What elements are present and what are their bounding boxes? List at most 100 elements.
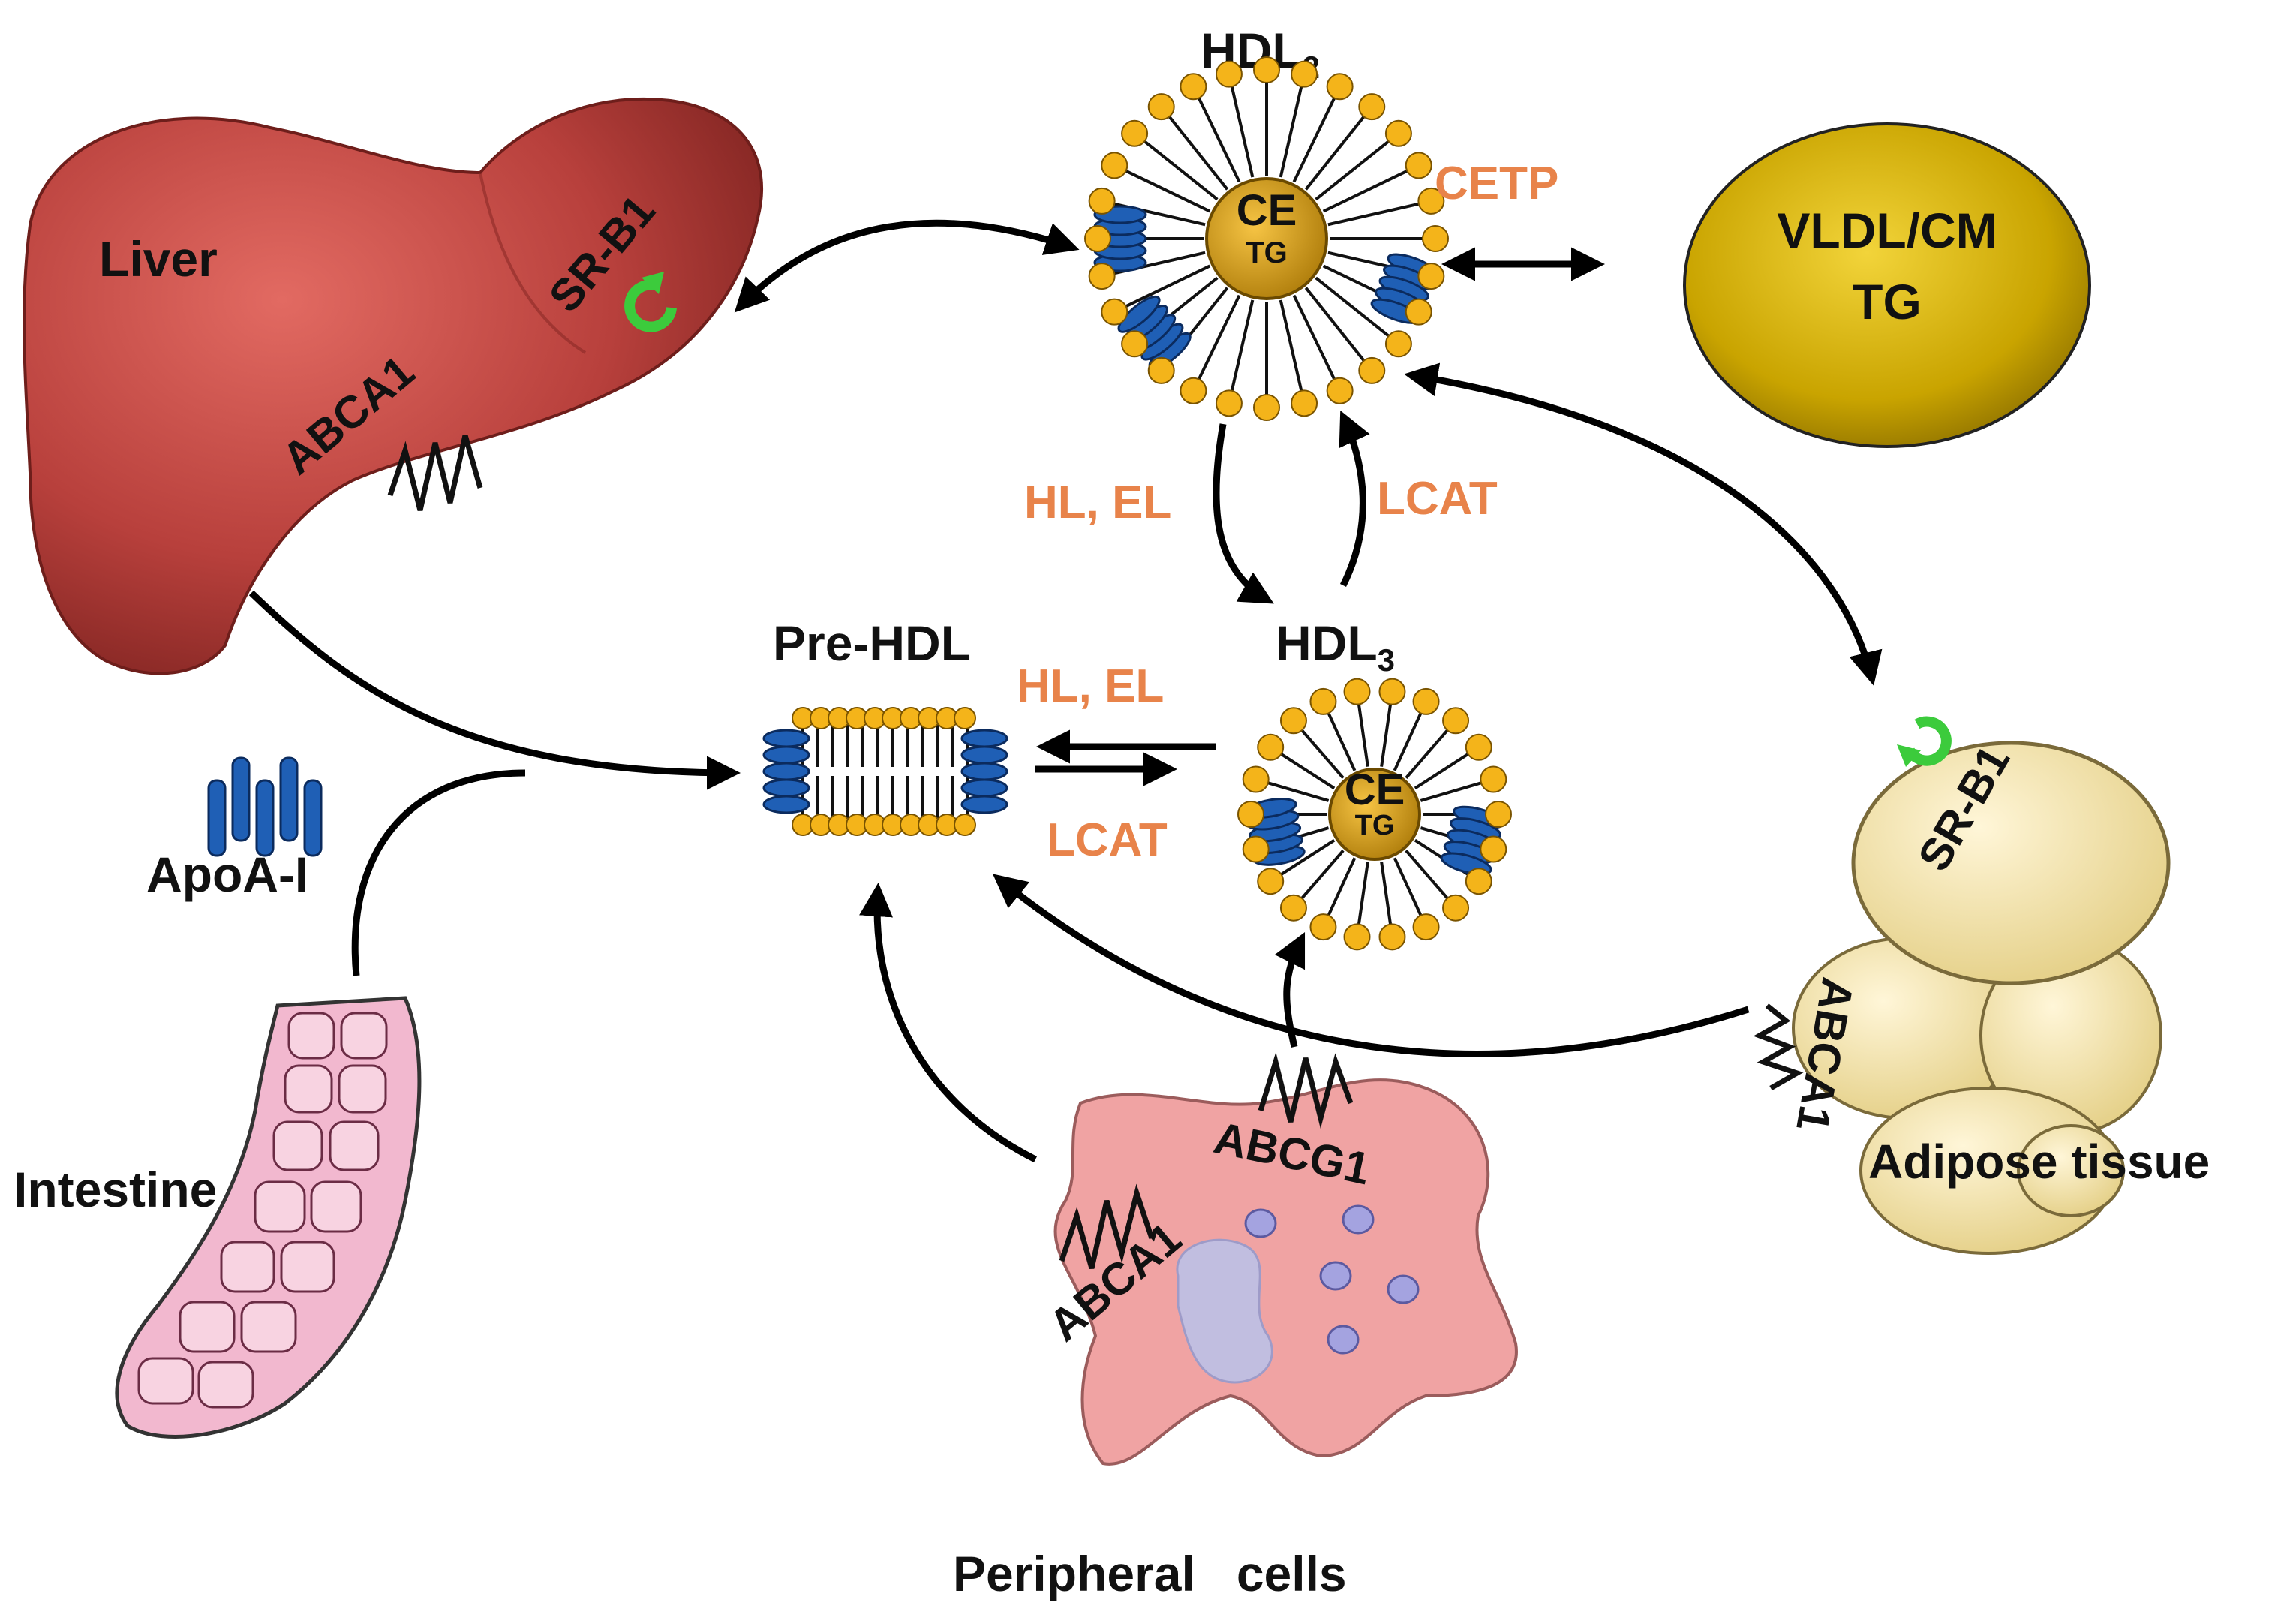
phospholipid-head bbox=[1343, 678, 1371, 705]
phospholipid-head bbox=[1147, 356, 1175, 384]
lipid-tail bbox=[1414, 751, 1471, 790]
hdl2-to-hdl3-arrow bbox=[1213, 423, 1274, 604]
peripheral-abcg1-zigzag-icon bbox=[1258, 1051, 1354, 1129]
liver-organ bbox=[23, 97, 763, 675]
lipid-tail bbox=[1141, 138, 1219, 201]
lipid-tail bbox=[1123, 168, 1211, 213]
phospholipid-head bbox=[1088, 187, 1116, 215]
phospholipid-head bbox=[1465, 733, 1492, 761]
phospholipid-head bbox=[1343, 923, 1371, 951]
phospholipid-head bbox=[1253, 394, 1280, 421]
hdl3-core-ce: CE bbox=[1345, 765, 1405, 814]
peripheral-abca1-zigzag-icon bbox=[1059, 1183, 1155, 1269]
lipid-tail bbox=[1380, 702, 1393, 767]
phospholipid-head bbox=[1480, 835, 1507, 863]
liver-label: Liver bbox=[99, 231, 218, 287]
lipid-tail bbox=[1420, 780, 1484, 802]
lipid-tail bbox=[1322, 168, 1410, 213]
apoa1-helix-icon bbox=[207, 756, 323, 857]
apoa1-helix bbox=[762, 778, 810, 798]
phospholipid-head bbox=[1242, 835, 1270, 863]
hdl3-to-hdl2-arrow bbox=[1339, 410, 1370, 588]
phospholipid-head bbox=[1465, 868, 1492, 895]
phospholipid-head bbox=[1242, 765, 1270, 793]
lipid-tail bbox=[1357, 862, 1369, 927]
particle-core bbox=[1205, 177, 1328, 300]
circular-arrow-icon bbox=[624, 272, 677, 332]
pre-hdl-particle bbox=[762, 707, 1008, 836]
phospholipid-head bbox=[1309, 913, 1337, 941]
lipid-tail bbox=[1278, 751, 1336, 790]
lipid-tail bbox=[1230, 299, 1255, 394]
lipid-tail bbox=[1196, 294, 1241, 382]
lipid-tail bbox=[1265, 780, 1330, 802]
vldl-cm-label: VLDL/CM bbox=[1777, 203, 1997, 258]
lipid-tail bbox=[1326, 857, 1357, 919]
phospholipid-head bbox=[1384, 330, 1412, 358]
phospholipid-head bbox=[1291, 389, 1318, 417]
phospholipid-head bbox=[1442, 894, 1470, 922]
lipid-tail bbox=[1393, 710, 1423, 771]
phospholipid-head bbox=[1121, 330, 1149, 358]
hdl3-label: HDL3 bbox=[1276, 615, 1395, 678]
lipid-droplets bbox=[1244, 1204, 1420, 1355]
phospholipid-head bbox=[1422, 225, 1449, 252]
lipid-tail bbox=[1315, 276, 1392, 339]
phospholipid-head bbox=[1101, 298, 1128, 326]
hdl2-adipose-arrow bbox=[1404, 362, 1883, 686]
phospholipid-head bbox=[1257, 868, 1285, 895]
cetp-label: CETP bbox=[1435, 158, 1558, 209]
phospholipid-head bbox=[1291, 60, 1318, 88]
apoa1-helix bbox=[1117, 295, 1161, 333]
phospholipid-head bbox=[1384, 119, 1412, 147]
liver-to-prehdl-arrow bbox=[248, 590, 741, 790]
apoa1-helix bbox=[762, 729, 810, 748]
lipid-tail bbox=[1292, 294, 1337, 382]
apoa1-helix bbox=[762, 795, 810, 814]
phospholipid-head bbox=[1326, 377, 1354, 404]
lipid-tail bbox=[1278, 838, 1336, 877]
apoa1-helix bbox=[960, 795, 1008, 814]
phospholipid-head bbox=[1358, 356, 1386, 384]
vldl-tg-label: TG bbox=[1853, 274, 1922, 329]
lipid-tail bbox=[1327, 202, 1422, 227]
phospholipid-head bbox=[1405, 152, 1432, 179]
phospholipid-head bbox=[1215, 60, 1243, 88]
phospholipid-head bbox=[1309, 687, 1337, 715]
phospholipid-head bbox=[1417, 263, 1445, 290]
lipid-tail bbox=[1393, 857, 1423, 919]
particle-core bbox=[1328, 768, 1421, 861]
phospholipid-head bbox=[1180, 73, 1207, 101]
phospholipid-head bbox=[1257, 733, 1285, 761]
lipid-tail bbox=[1299, 850, 1345, 901]
apoa1-helix bbox=[960, 762, 1008, 781]
phospholipid-head bbox=[1378, 923, 1406, 951]
hdl2-particle bbox=[1084, 56, 1449, 421]
phospholipid-head bbox=[1358, 93, 1386, 121]
lipid-tail bbox=[1279, 299, 1303, 394]
lcat-lower-label: LCAT bbox=[1047, 814, 1168, 866]
apoa1-helix bbox=[960, 745, 1008, 765]
phospholipid-head bbox=[1442, 707, 1470, 735]
phospholipid-head bbox=[1147, 93, 1175, 121]
phospholipid-head bbox=[1412, 913, 1440, 941]
liver-hdl2-arrow bbox=[734, 219, 1080, 313]
phospholipid-head bbox=[954, 707, 976, 729]
lipid-tail bbox=[1380, 862, 1393, 927]
phospholipid-head bbox=[1101, 152, 1128, 179]
nucleus bbox=[1176, 1238, 1273, 1384]
intestine-to-prehdl-arrow bbox=[351, 769, 526, 976]
apoa1-helix bbox=[762, 745, 810, 765]
phospholipid-head bbox=[1279, 707, 1307, 735]
pathway-arrows bbox=[248, 219, 1883, 1163]
lipid-tail bbox=[1166, 113, 1229, 191]
phospholipid-head bbox=[1180, 377, 1207, 404]
lipid-tail bbox=[1292, 95, 1337, 183]
lipid-tail bbox=[1326, 710, 1357, 771]
apoa1-helix bbox=[960, 729, 1008, 748]
phospholipid-head bbox=[1253, 56, 1280, 83]
lipid-tail bbox=[1304, 113, 1367, 191]
lipid-tail bbox=[1405, 850, 1450, 901]
adipose-tissue-organ bbox=[1792, 741, 2171, 1255]
phospholipid-head bbox=[1417, 187, 1445, 215]
